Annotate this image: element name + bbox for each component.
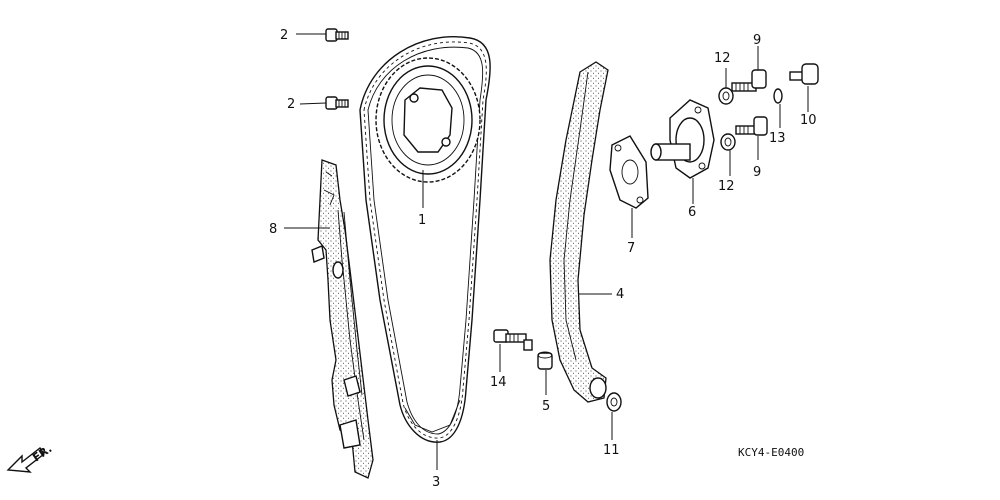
pivot-bolt-part [493, 329, 533, 351]
callout-6: 6 [688, 205, 696, 220]
cam-sprocket-part [375, 57, 481, 183]
sprocket-bolt-lower [325, 96, 349, 110]
flange-bolt-lower-part [735, 116, 768, 136]
tensioner-slipper-part [549, 61, 609, 403]
leader-lines [284, 33, 809, 470]
callout-4: 4 [616, 287, 624, 302]
callout-3: 3 [432, 475, 440, 490]
diagram-code: KCY4-E0400 [738, 446, 804, 459]
chain-guide-part [311, 159, 374, 479]
collar-part [537, 351, 553, 370]
callout-14: 14 [490, 375, 507, 390]
tensioner-lifter-part [650, 99, 715, 179]
callout-9-lower: 9 [753, 165, 761, 180]
callout-5: 5 [542, 399, 550, 414]
gasket-part [609, 135, 649, 209]
front-direction-marker: FR. [6, 442, 54, 473]
callout-12-upper: 12 [714, 51, 731, 66]
o-ring-part [773, 88, 783, 104]
washer-lower-part [720, 133, 736, 151]
callout-1: 1 [418, 213, 426, 228]
callout-13: 13 [769, 131, 786, 146]
callout-2-lower: 2 [287, 97, 295, 112]
callout-9-upper: 9 [753, 33, 761, 48]
callout-2-upper: 2 [280, 28, 288, 43]
washer-11-part [606, 392, 622, 412]
callout-10: 10 [800, 113, 817, 128]
callout-7: 7 [627, 241, 635, 256]
callout-8: 8 [269, 222, 277, 237]
washer-upper-part [718, 87, 734, 105]
callout-12-lower: 12 [718, 179, 735, 194]
sprocket-bolt-upper [325, 28, 349, 42]
callout-11: 11 [603, 443, 620, 458]
flange-bolt-upper-part [731, 69, 767, 92]
sealing-bolt-part [789, 63, 819, 85]
front-arrow-icon [6, 446, 45, 473]
